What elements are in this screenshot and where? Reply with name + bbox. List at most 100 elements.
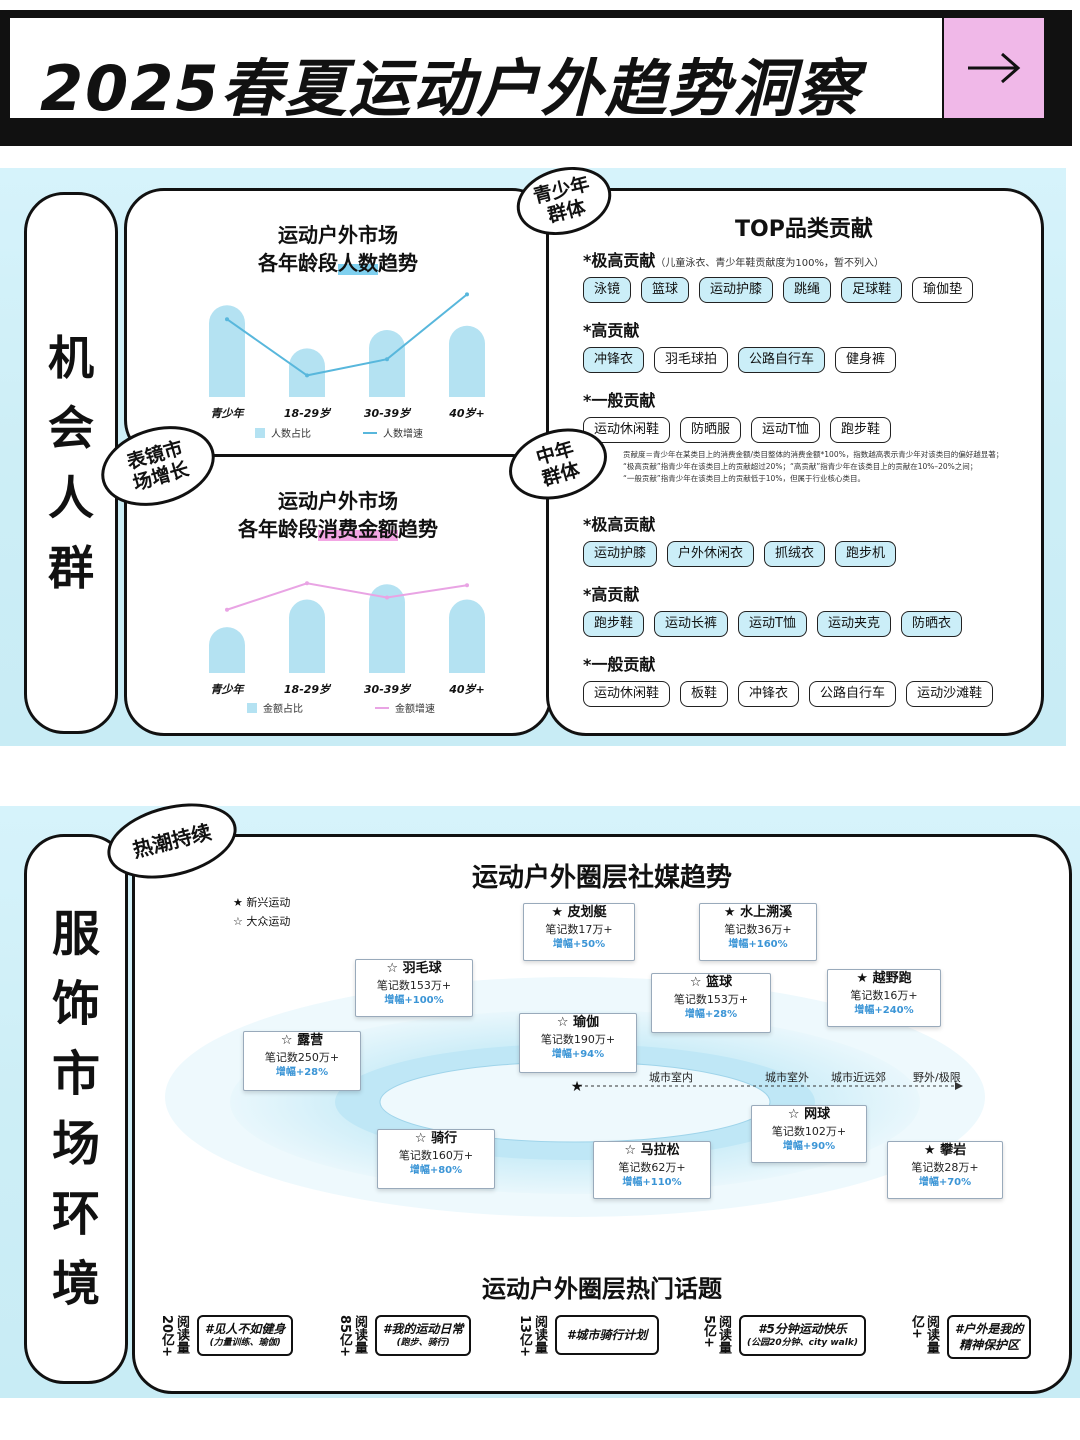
line-point bbox=[385, 595, 389, 600]
zone-label: 城市室内 bbox=[649, 1071, 693, 1084]
side-label-char: 机 bbox=[48, 331, 94, 385]
category-panel: TOP品类贡献 *极高贡献（儿童泳衣、青少年鞋贡献度为100%，暂不列入） 泳镜… bbox=[546, 188, 1044, 736]
x-tick-label: 18-29岁 bbox=[284, 407, 332, 420]
sport-bubble: ☆ 篮球笔记数153万+增幅+28% bbox=[651, 973, 771, 1033]
x-tick-label: 青少年 bbox=[211, 683, 246, 696]
series-line bbox=[226, 582, 468, 611]
topic-item: 5亿+阅读量 #5分钟运动快乐(公园20分钟、city walk) bbox=[701, 1315, 866, 1356]
category-chip: 跑步鞋 bbox=[829, 417, 891, 443]
x-tick-label: 30-39岁 bbox=[364, 407, 412, 420]
sport-bubble: ☆ 马拉松笔记数62万+增幅+110% bbox=[593, 1141, 711, 1199]
category-chip: 公路自行车 bbox=[738, 347, 826, 373]
topic-card: #户外是我的精神保护区 bbox=[947, 1315, 1032, 1359]
legend-bar-swatch bbox=[247, 702, 257, 713]
chip-row: 运动护膝户外休闲衣抓绒衣跑步机 bbox=[583, 541, 1003, 567]
bar-mark-base bbox=[289, 617, 325, 673]
sport-legend: ★ 新兴运动 ☆ 大众运动 bbox=[233, 893, 290, 931]
zone-label: 城市室外 bbox=[765, 1071, 809, 1084]
chart-spend: 青少年 18-29岁 30-39岁 40岁+ bbox=[209, 581, 485, 696]
x-tick-label: 30-39岁 bbox=[364, 683, 412, 696]
category-chip: 抓绒衣 bbox=[764, 541, 826, 567]
chart-title-line1: 运动户外市场 bbox=[278, 223, 398, 247]
category-chip: 运动T恤 bbox=[738, 611, 807, 637]
chart-title-line2: 各年龄段消费金额趋势 bbox=[238, 517, 438, 541]
sport-bubble: ★ 皮划艇笔记数17万+增幅+50% bbox=[523, 903, 635, 961]
sport-bubble: ☆ 骑行笔记数160万+增幅+80% bbox=[377, 1129, 495, 1189]
sport-bubble: ☆ 露营笔记数250万+增幅+28% bbox=[243, 1031, 361, 1091]
topic-item: 亿+阅读量 #户外是我的精神保护区 bbox=[909, 1315, 1032, 1359]
side-label-char: 服 bbox=[51, 906, 100, 962]
category-chip: 运动沙滩鞋 bbox=[906, 681, 994, 707]
title-banner-inner: 2025春夏运动户外趋势洞察 bbox=[10, 18, 942, 125]
social-trend-title: 运动户外圈层社媒趋势 bbox=[471, 863, 732, 893]
topic-card: #我的运动日常(跑步、骑行) bbox=[375, 1315, 472, 1356]
topic-item: 20亿+阅读量 #见人不如健身(力量训练、瑜伽) bbox=[159, 1315, 294, 1357]
topic-card: #5分钟运动快乐(公园20分钟、city walk) bbox=[739, 1315, 866, 1356]
footnote: 贡献度＝青少年在某类目上的消费金额/类目整体的消费金额*100%，指数越高表示青… bbox=[623, 450, 1004, 483]
chip-row: 泳镜篮球运动护膝跳绳足球鞋瑜伽垫 bbox=[583, 277, 983, 303]
side-label-char: 群 bbox=[48, 541, 94, 595]
chip-row: 跑步鞋运动长裤运动T恤运动夹克防晒衣 bbox=[583, 611, 1003, 637]
category-chip: 泳镜 bbox=[583, 277, 632, 303]
chart-title-people: 运动户外市场 各年龄段人数趋势 bbox=[127, 221, 549, 277]
side-label-char: 会 bbox=[48, 401, 94, 455]
line-point bbox=[225, 317, 229, 322]
bar-mark-base bbox=[449, 617, 485, 673]
chip-row: 运动休闲鞋板鞋冲锋衣公路自行车运动沙滩鞋 bbox=[583, 681, 1003, 707]
category-chip: 羽毛球拍 bbox=[654, 347, 729, 373]
zone-axis-arrow bbox=[955, 1082, 963, 1090]
side-label-char: 环 bbox=[51, 1186, 100, 1242]
sport-bubble: ★ 越野跑笔记数16万+增幅+240% bbox=[827, 969, 941, 1027]
sport-bubble: ★ 攀岩笔记数28万+增幅+70% bbox=[887, 1141, 1003, 1199]
category-chip: 板鞋 bbox=[680, 681, 729, 707]
line-point bbox=[305, 373, 309, 378]
x-tick-label: 40岁+ bbox=[448, 683, 485, 696]
top-category-title: TOP品类贡献 bbox=[735, 217, 873, 242]
category-chip: 运动护膝 bbox=[699, 277, 774, 303]
category-chip: 运动T恤 bbox=[751, 417, 820, 443]
category-chip: 跑步鞋 bbox=[583, 611, 645, 637]
line-point bbox=[385, 357, 389, 362]
side-label-char: 市 bbox=[51, 1046, 100, 1102]
youth-category-list: *极高贡献（儿童泳衣、青少年鞋贡献度为100%，暂不列入） 泳镜篮球运动护膝跳绳… bbox=[583, 247, 983, 443]
hot-topics-title: 运动户外圈层热门话题 bbox=[482, 1275, 722, 1303]
legend-bar-swatch bbox=[255, 427, 265, 438]
legend-line-swatch bbox=[363, 431, 377, 434]
x-tick-label: 18-29岁 bbox=[284, 683, 332, 696]
cat-heading-very-high: *极高贡献（儿童泳衣、青少年鞋贡献度为100%，暂不列入） bbox=[583, 251, 884, 270]
chip-row: 冲锋衣羽毛球拍公路自行车健身裤 bbox=[583, 347, 983, 373]
cat-heading-very-high: *极高贡献 bbox=[583, 515, 656, 534]
middle-category-list: *极高贡献 运动护膝户外休闲衣抓绒衣跑步机 *高贡献 跑步鞋运动长裤运动T恤运动… bbox=[583, 511, 1003, 707]
chart-title-line1: 运动户外市场 bbox=[278, 489, 398, 513]
chart-people-legend: 人数占比 人数增速 bbox=[255, 425, 423, 440]
side-label-char: 场 bbox=[51, 1116, 100, 1172]
category-chip: 跑步机 bbox=[835, 541, 897, 567]
side-label-char: 人 bbox=[48, 471, 94, 525]
cat-heading-normal: *一般贡献 bbox=[583, 391, 656, 410]
legend-new-sport: ★ 新兴运动 bbox=[233, 896, 291, 909]
category-chip: 瑜伽垫 bbox=[912, 277, 974, 303]
x-tick-label: 青少年 bbox=[211, 407, 246, 420]
category-chip: 公路自行车 bbox=[809, 681, 897, 707]
category-chip: 冲锋衣 bbox=[583, 347, 645, 373]
bar-mark-base bbox=[369, 348, 405, 397]
arrow-right-icon bbox=[968, 52, 1021, 84]
category-chip: 篮球 bbox=[641, 277, 690, 303]
legend-line-swatch bbox=[375, 706, 389, 709]
category-chip: 户外休闲衣 bbox=[667, 541, 755, 567]
social-trend-panel: 运动户外圈层社媒趋势 ★ 新兴运动 ☆ 大众运动 ★ 城市室内 城市室外 城市近… bbox=[132, 834, 1072, 1394]
category-chip: 运动休闲鞋 bbox=[583, 681, 671, 707]
sport-bubble: ☆ 网球笔记数102万+增幅+90% bbox=[751, 1105, 867, 1163]
side-label-apparel: 服 饰 市 场 环 境 bbox=[24, 834, 128, 1384]
topic-item: 85亿+阅读量 #我的运动日常(跑步、骑行) bbox=[337, 1315, 472, 1357]
sport-bubble: ☆ 羽毛球笔记数153万+增幅+100% bbox=[355, 959, 473, 1017]
category-chip: 运动休闲鞋 bbox=[583, 417, 671, 443]
category-chip: 冲锋衣 bbox=[738, 681, 800, 707]
line-point bbox=[465, 583, 469, 588]
legend-mass-sport: ☆ 大众运动 bbox=[233, 915, 291, 928]
next-arrow-button[interactable] bbox=[944, 18, 1044, 118]
chip-row: 运动休闲鞋防晒服运动T恤跑步鞋 bbox=[583, 417, 983, 443]
